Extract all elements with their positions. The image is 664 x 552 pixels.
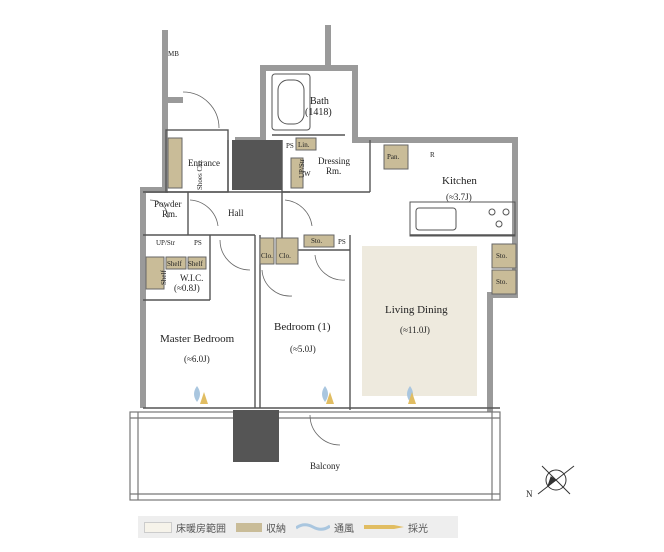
upstr-label-2: UP/Str: [156, 239, 176, 247]
living-dining-size: (≈11.0J): [400, 325, 430, 335]
dressing-label-2: Rm.: [326, 166, 341, 176]
door-swings: [149, 91, 346, 446]
fridge-label: R: [430, 151, 435, 159]
master-bedroom-size: (≈6.0J): [184, 354, 210, 364]
upstr-label-1: UP/Str: [298, 158, 306, 178]
balcony-label: Balcony: [310, 461, 340, 471]
kitchen-counter: [409, 201, 516, 237]
powder-label-2: Rm.: [162, 209, 177, 219]
master-bedroom-label: Master Bedroom: [160, 333, 235, 345]
ps-label-3: PS: [338, 238, 346, 246]
entrance-label: Entrance: [188, 158, 220, 168]
legend-daylight: 採光: [364, 520, 428, 535]
linen-label: Lin.: [298, 141, 310, 149]
closet-label-2: Clo.: [279, 252, 291, 260]
washer-label: W: [304, 170, 311, 178]
hall-label: Hall: [228, 208, 244, 218]
kitchen-label: Kitchen: [442, 175, 477, 187]
pantry-label: Pan.: [387, 153, 400, 161]
balcony-outline: [129, 411, 501, 501]
living-dining-label: Living Dining: [385, 304, 448, 316]
legend: 床暖房範囲 収納 通風 採光: [138, 516, 458, 538]
bath-label: Bath: [310, 96, 329, 107]
legend-ventilation-label: 通風: [334, 523, 354, 535]
outdoor-unit: [233, 410, 279, 462]
shelf-label-3: Shelf: [188, 260, 203, 268]
bathtub: [271, 73, 311, 131]
storage-areas: [145, 137, 517, 295]
compass-icon: [537, 465, 575, 495]
floor-heating-area: [362, 246, 477, 396]
shelf-label-2: Shelf: [167, 260, 182, 268]
floor-heating-swatch: [144, 521, 172, 533]
storage-label-3: Sto.: [496, 278, 507, 286]
legend-daylight-label: 採光: [408, 523, 428, 535]
legend-ventilation: 通風: [296, 520, 354, 535]
bedroom-label: Bedroom (1): [274, 321, 331, 333]
legend-storage-label: 収納: [266, 523, 286, 535]
mb-label: MB: [168, 50, 179, 58]
daylight-markers: [200, 392, 416, 404]
legend-storage: 収納: [236, 520, 286, 535]
legend-floor-heating: 床暖房範囲: [144, 520, 226, 535]
compass-north-label: N: [526, 489, 533, 499]
wic-size: (≈0.8J): [174, 283, 200, 293]
storage-label-2: Sto.: [496, 252, 507, 260]
legend-floor-heating-label: 床暖房範囲: [176, 523, 226, 535]
storage-label-1: Sto.: [311, 237, 322, 245]
shoes-closet-label: Shoes Clo.: [196, 159, 204, 190]
powder-label-1: Powder: [154, 199, 182, 209]
storage-swatch: [236, 522, 262, 532]
wic-label: W.I.C.: [180, 273, 203, 283]
kitchen-size: (≈3.7J): [446, 192, 472, 202]
dressing-label-1: Dressing: [318, 156, 350, 166]
duct-shaft: [232, 140, 282, 190]
bath-size: (1418): [305, 107, 332, 118]
ps-label-1: PS: [194, 239, 202, 247]
daylight-arrow-icon: [364, 525, 404, 529]
ventilation-wave-icon: [296, 523, 330, 531]
ps-label-2: PS: [286, 142, 294, 150]
bedroom-size: (≈5.0J): [290, 344, 316, 354]
closet-label-1: Clo.: [261, 252, 273, 260]
shelf-label-1: Shelf: [160, 270, 168, 285]
